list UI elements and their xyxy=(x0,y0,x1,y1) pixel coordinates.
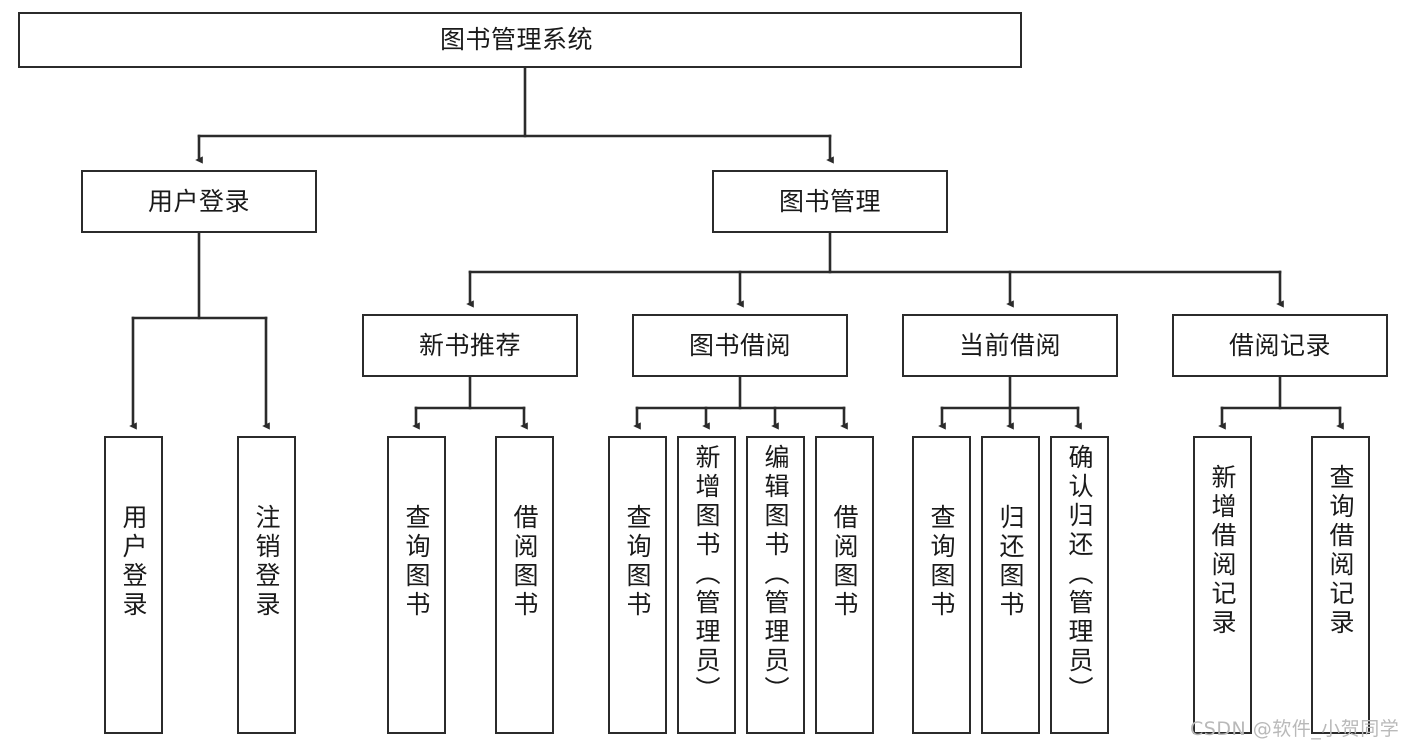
leaf-return-book[interactable]: 归还图书 xyxy=(981,436,1040,734)
leaf-borrow-book-recommend[interactable]: 借阅图书 xyxy=(495,436,554,734)
leaf-confirm-return-admin-label: 确认归还（管理员） xyxy=(1065,444,1094,705)
node-new-book-recommend[interactable]: 新书推荐 xyxy=(362,314,578,377)
leaf-user-login[interactable]: 用户登录 xyxy=(104,436,163,734)
node-root-label: 图书管理系统 xyxy=(440,25,594,55)
leaf-add-borrow-record-label: 新增借阅记录 xyxy=(1208,464,1237,638)
node-new-book-recommend-label: 新书推荐 xyxy=(418,330,521,360)
leaf-add-borrow-record[interactable]: 新增借阅记录 xyxy=(1193,436,1252,734)
node-root-system[interactable]: 图书管理系统 xyxy=(18,12,1022,68)
leaf-return-book-label: 归还图书 xyxy=(996,504,1025,620)
leaf-query-book-borrow-label: 查询图书 xyxy=(623,504,652,620)
leaf-confirm-return-admin[interactable]: 确认归还（管理员） xyxy=(1050,436,1109,734)
node-book-manage-label: 图书管理 xyxy=(778,186,881,216)
leaf-borrow-book-label: 借阅图书 xyxy=(830,504,859,620)
leaf-edit-book-admin[interactable]: 编辑图书（管理员） xyxy=(746,436,805,734)
leaf-user-login-label: 用户登录 xyxy=(119,504,148,620)
leaf-query-book-recommend-label: 查询图书 xyxy=(402,504,431,620)
node-user-login-label: 用户登录 xyxy=(147,186,250,216)
leaf-logout[interactable]: 注销登录 xyxy=(237,436,296,734)
node-current-borrow[interactable]: 当前借阅 xyxy=(902,314,1118,377)
leaf-query-borrow-record-label: 查询借阅记录 xyxy=(1326,464,1355,638)
node-current-borrow-label: 当前借阅 xyxy=(958,330,1061,360)
node-book-borrow-label: 图书借阅 xyxy=(688,330,791,360)
leaf-borrow-book-recommend-label: 借阅图书 xyxy=(510,504,539,620)
leaf-add-book-admin-label: 新增图书（管理员） xyxy=(692,444,721,705)
node-borrow-record-label: 借阅记录 xyxy=(1228,330,1331,360)
node-borrow-record[interactable]: 借阅记录 xyxy=(1172,314,1388,377)
leaf-query-book-recommend[interactable]: 查询图书 xyxy=(387,436,446,734)
csdn-watermark: CSDN @软件_小贺同学 xyxy=(1190,718,1400,740)
leaf-query-borrow-record[interactable]: 查询借阅记录 xyxy=(1311,436,1370,734)
node-book-manage[interactable]: 图书管理 xyxy=(712,170,948,233)
leaf-query-book-current[interactable]: 查询图书 xyxy=(912,436,971,734)
leaf-query-book-borrow[interactable]: 查询图书 xyxy=(608,436,667,734)
leaf-add-book-admin[interactable]: 新增图书（管理员） xyxy=(677,436,736,734)
node-user-login[interactable]: 用户登录 xyxy=(81,170,317,233)
leaf-query-book-current-label: 查询图书 xyxy=(927,504,956,620)
leaf-borrow-book[interactable]: 借阅图书 xyxy=(815,436,874,734)
leaf-edit-book-admin-label: 编辑图书（管理员） xyxy=(761,444,790,705)
node-book-borrow[interactable]: 图书借阅 xyxy=(632,314,848,377)
leaf-logout-label: 注销登录 xyxy=(252,504,281,620)
